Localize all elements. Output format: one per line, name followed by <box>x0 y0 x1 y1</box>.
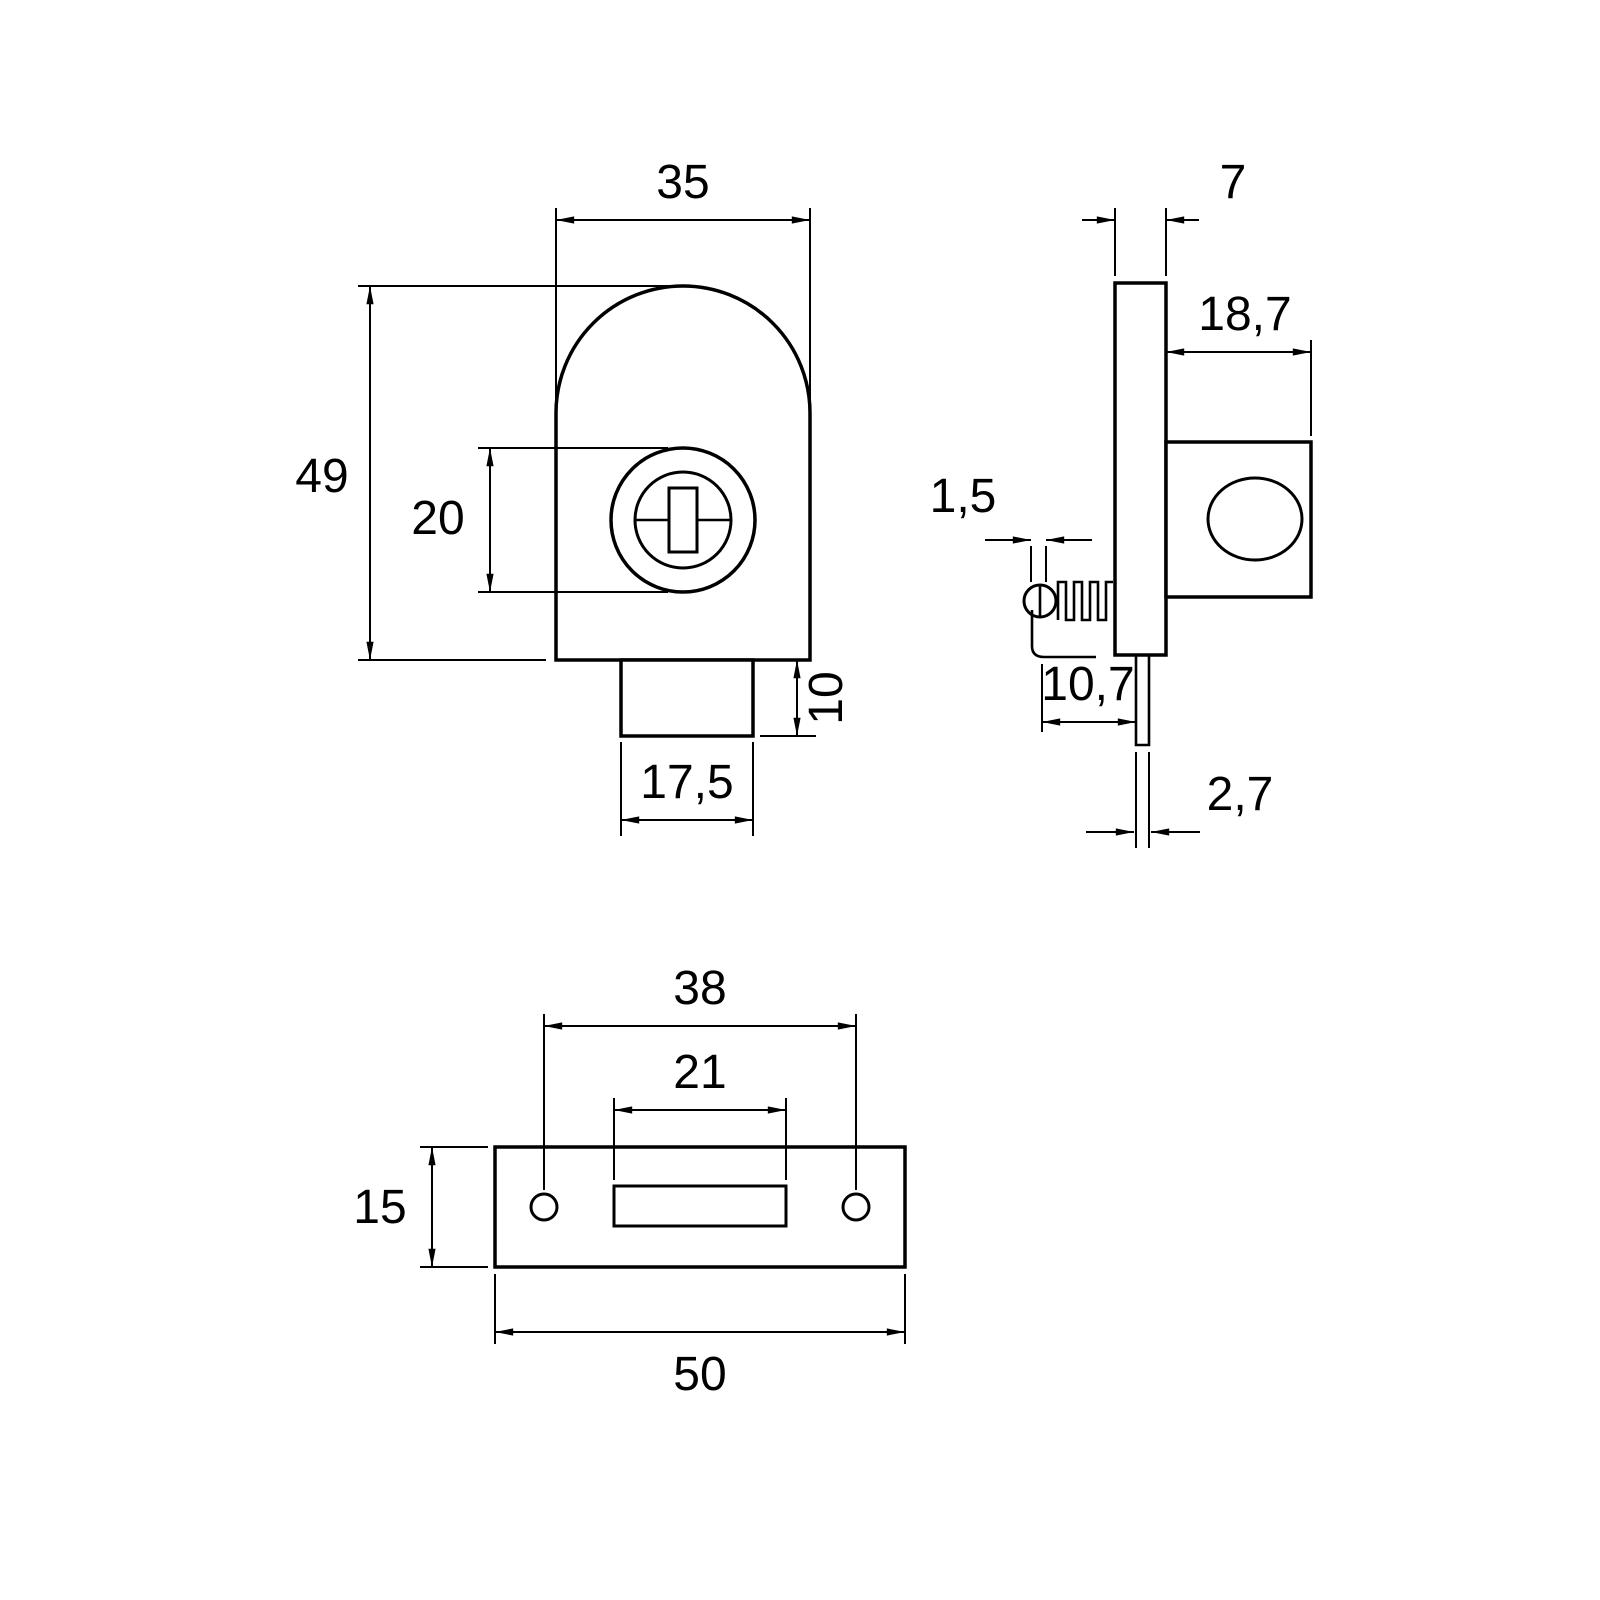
dim-label-latch-height: 10 <box>800 671 853 724</box>
dimension-front-height: 49 <box>295 285 672 661</box>
strike-plate-view: 38 21 15 50 <box>353 962 907 1401</box>
strike-slot <box>612 1184 788 1228</box>
dim-label-rod-diameter: 2,7 <box>1207 768 1274 821</box>
dimension-latch-height: 10 <box>760 660 853 737</box>
front-view: 35 49 20 10 17,5 <box>295 156 853 836</box>
dim-label-strike-height: 15 <box>353 1181 406 1234</box>
dimension-slot-length: 21 <box>613 1046 787 1180</box>
latch <box>619 658 755 738</box>
dimension-plate-thickness: 7 <box>1082 156 1246 276</box>
dimension-latch-width: 17,5 <box>620 742 754 836</box>
dim-label-front-height: 49 <box>295 450 348 503</box>
spring-coil <box>1056 580 1113 622</box>
hook-wire <box>1030 610 1096 659</box>
dim-label-front-width: 35 <box>656 156 709 209</box>
dim-label-wire-gap: 1,5 <box>930 470 997 523</box>
dim-label-plate-thickness: 7 <box>1220 156 1247 209</box>
dim-label-cylinder: 20 <box>411 492 464 545</box>
screw-hole-left <box>529 1192 559 1222</box>
side-view: 7 18,7 1,5 10,7 2,7 <box>930 156 1313 848</box>
dim-label-hole-spacing: 38 <box>673 962 726 1015</box>
dim-label-housing-depth: 18,7 <box>1198 288 1291 341</box>
dimension-cylinder: 20 <box>411 447 668 593</box>
dimension-wire-gap: 1,5 <box>930 470 1092 582</box>
screw-hole-right <box>841 1192 871 1222</box>
dimension-hole-spacing: 38 <box>543 962 857 1190</box>
dimension-rod-diameter: 2,7 <box>1086 752 1273 848</box>
dimension-housing-depth: 18,7 <box>1166 288 1312 436</box>
side-cylinder <box>1206 476 1304 562</box>
dim-label-slot-length: 21 <box>673 1046 726 1099</box>
dim-label-latch-width: 17,5 <box>640 756 733 809</box>
side-rod <box>1134 655 1151 747</box>
dim-label-screw-length: 10,7 <box>1041 658 1134 711</box>
side-plate <box>1113 281 1168 657</box>
dimension-screw-length: 10,7 <box>1041 658 1136 732</box>
dimension-strike-width: 50 <box>494 1274 906 1401</box>
dimension-front-width: 35 <box>555 156 811 402</box>
keyway <box>667 486 699 554</box>
dim-label-strike-width: 50 <box>673 1348 726 1401</box>
dimension-strike-height: 15 <box>353 1146 488 1268</box>
